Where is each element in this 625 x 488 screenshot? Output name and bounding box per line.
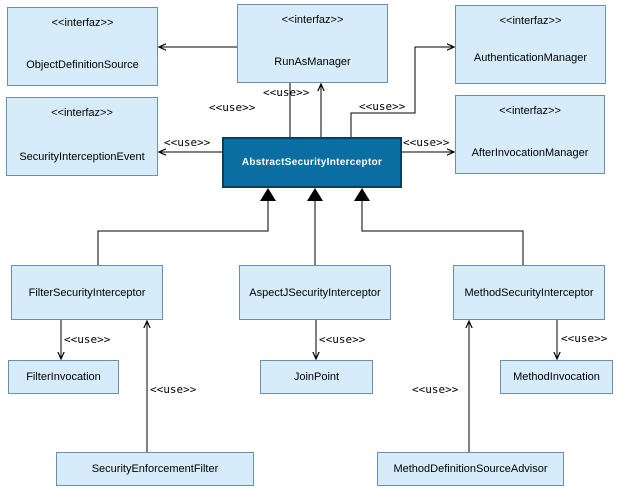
class-name: AspectJSecurityInterceptor (249, 286, 381, 299)
inherit-link-method (361, 200, 524, 265)
stereotype-label: <<interfaz>> (51, 107, 113, 119)
use-label-security-enforcement-filter: <<use>> (150, 383, 197, 396)
use-label-after-invocation-manager: <<use>> (403, 136, 450, 149)
class-abstract-security-interceptor[interactable]: AbstractSecurityInterceptor (222, 137, 402, 188)
use-label-join-point: <<use>> (319, 333, 366, 346)
inherit-arrowhead-filter (260, 188, 276, 201)
class-name: RunAsManager (274, 56, 351, 68)
class-name: AuthenticationManager (473, 52, 588, 64)
interface-authentication-manager[interactable]: <<interfaz>> AuthenticationManager (455, 5, 606, 84)
class-name: AfterInvocationManager (471, 147, 589, 159)
class-method-security-interceptor[interactable]: MethodSecurityInterceptor (453, 265, 605, 320)
use-link-authentication-manager (350, 47, 454, 137)
inherit-arrowhead-method (354, 188, 370, 201)
inherit-link-filter (97, 200, 269, 265)
class-join-point[interactable]: JoinPoint (260, 360, 373, 394)
class-name: MethodDefinitionSourceAdvisor (393, 463, 548, 475)
use-label-authentication-manager: <<use>> (359, 100, 406, 113)
class-name: ObjectDefinitionSource (26, 59, 139, 71)
use-label-method-invocation: <<use>> (561, 332, 608, 345)
stereotype-label: <<interfaz>> (281, 14, 344, 26)
use-label-method-definition-source-advisor: <<use>> (412, 383, 459, 396)
stereotype-label: <<interfaz>> (51, 17, 114, 29)
inherit-arrowhead-aspectj (307, 188, 323, 201)
interface-security-interception-event[interactable]: <<interfaz>> SecurityInterceptionEvent (6, 97, 158, 176)
class-filter-security-interceptor[interactable]: FilterSecurityInterceptor (11, 265, 163, 320)
use-label-object-definition-source: <<use>> (209, 101, 256, 114)
class-name: SecurityInterceptionEvent (19, 151, 145, 163)
stereotype-label: <<interfaz>> (499, 15, 562, 27)
stereotype-label: <<interfaz>> (499, 105, 561, 117)
class-aspectj-security-interceptor[interactable]: AspectJSecurityInterceptor (239, 265, 391, 320)
use-label-filter-invocation: <<use>> (64, 333, 111, 346)
class-name: FilterInvocation (26, 371, 101, 383)
class-method-definition-source-advisor[interactable]: MethodDefinitionSourceAdvisor (377, 452, 564, 486)
class-name: MethodInvocation (513, 371, 600, 383)
use-label-security-interception-event: <<use>> (164, 136, 211, 149)
use-label-run-as-manager: <<use>> (263, 86, 310, 99)
class-security-enforcement-filter[interactable]: SecurityEnforcementFilter (56, 452, 254, 486)
class-name: JoinPoint (293, 371, 340, 383)
class-name: MethodSecurityInterceptor (464, 286, 594, 299)
class-name: AbstractSecurityInterceptor (241, 157, 383, 168)
class-name: SecurityEnforcementFilter (91, 463, 219, 475)
class-filter-invocation[interactable]: FilterInvocation (8, 360, 119, 394)
class-method-invocation[interactable]: MethodInvocation (500, 360, 613, 394)
class-name: FilterSecurityInterceptor (28, 286, 146, 299)
interface-run-as-manager[interactable]: <<interfaz>> RunAsManager (237, 4, 388, 83)
interface-object-definition-source[interactable]: <<interfaz>> ObjectDefinitionSource (7, 7, 158, 86)
interface-after-invocation-manager[interactable]: <<interfaz>> AfterInvocationManager (455, 95, 605, 174)
